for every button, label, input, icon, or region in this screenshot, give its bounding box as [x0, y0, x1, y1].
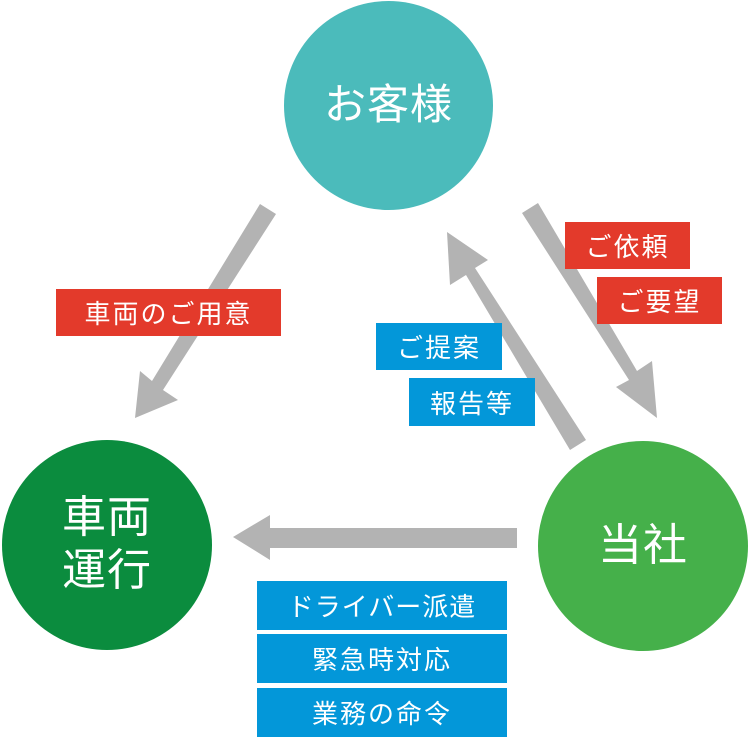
label-report: 報告等 — [409, 378, 535, 426]
node-company-label: 当社 — [598, 519, 688, 571]
label-driver-dispatch: ドライバー派遣 — [257, 581, 507, 630]
label-demand: ご要望 — [597, 277, 722, 324]
arrow-company-to-vehicle — [233, 515, 517, 560]
label-request: ご依頼 — [565, 222, 690, 269]
label-emergency: 緊急時対応 — [257, 634, 507, 683]
node-vehicle-label: 車両 運行 — [62, 492, 152, 596]
label-proposal: ご提案 — [376, 323, 502, 370]
arrow-customer-to-company — [522, 203, 657, 418]
node-vehicle-operation: 車両 運行 — [2, 440, 212, 650]
label-business-order: 業務の命令 — [257, 688, 507, 737]
node-customer: お客様 — [284, 1, 493, 210]
node-company: 当社 — [538, 441, 748, 651]
label-vehicle-prep: 車両のご用意 — [56, 289, 281, 336]
node-customer-label: お客様 — [323, 80, 453, 130]
arrow-company-to-customer — [447, 232, 586, 450]
